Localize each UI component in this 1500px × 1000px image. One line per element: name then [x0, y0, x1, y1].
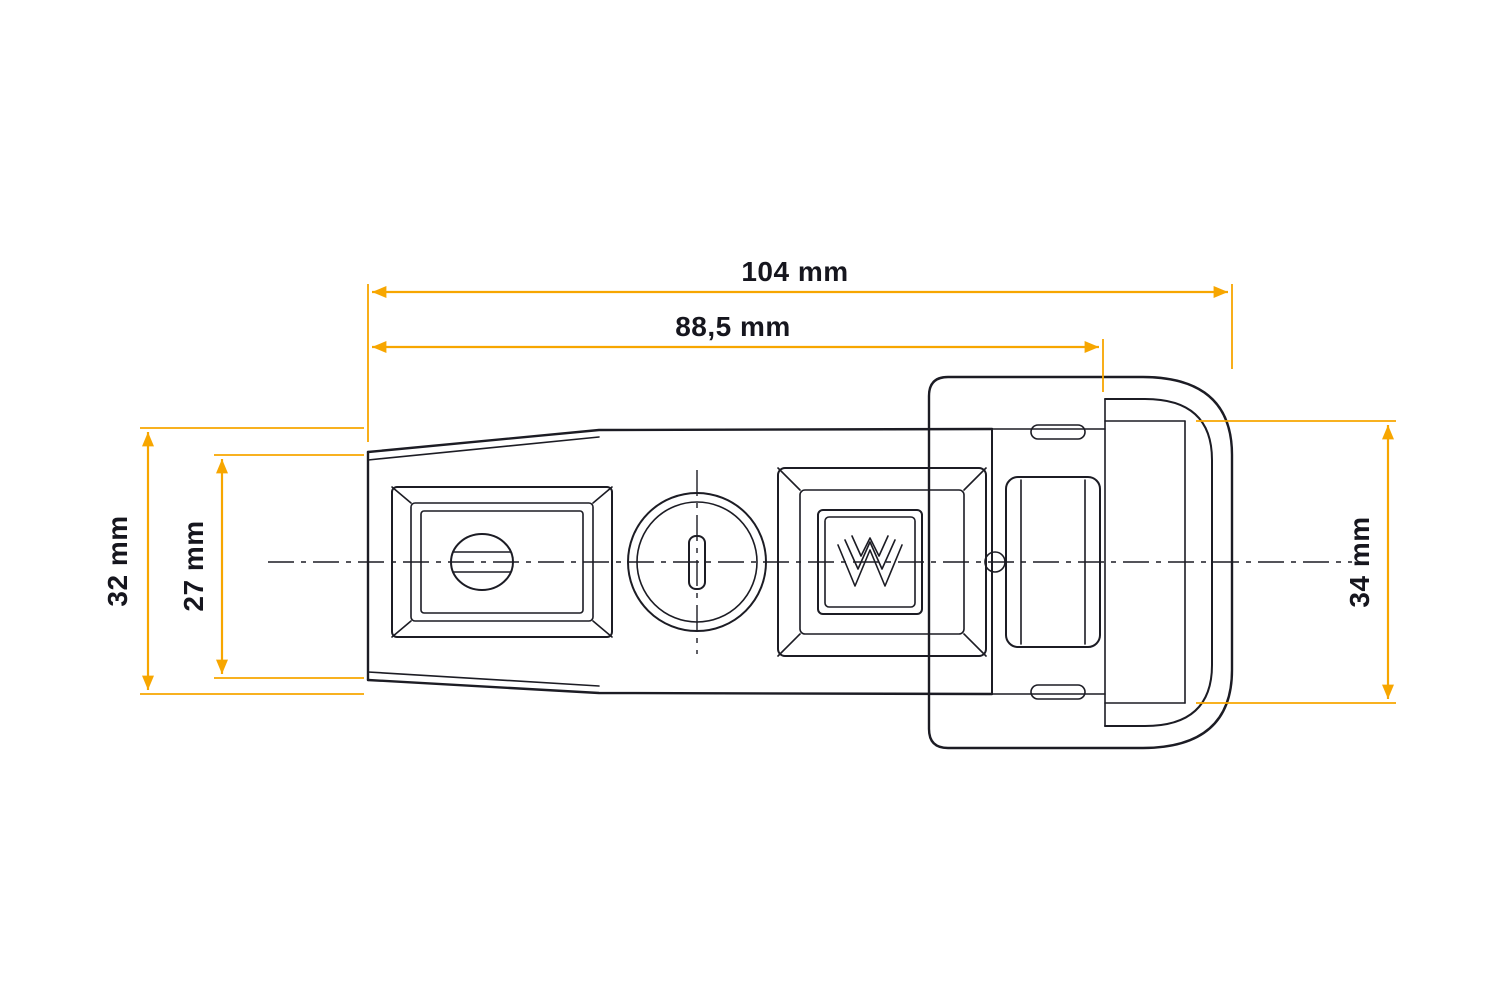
- recess-corner-diagonal: [592, 486, 613, 504]
- logo-badge-outer: [817, 509, 923, 615]
- logo-plate: [777, 467, 987, 657]
- recess-corner-diagonal: [592, 620, 613, 638]
- recess-mid-rect: [410, 502, 594, 622]
- recess-inner-rect: [420, 510, 584, 614]
- dimension-left-outer-height: 32 mm: [102, 427, 364, 695]
- brand-monogram-icon: [837, 535, 903, 587]
- dimension-upper-length: 88,5 mm: [372, 311, 1104, 392]
- dimension-label-104: 104 mm: [741, 256, 848, 287]
- recess-corner-diagonal: [391, 620, 412, 638]
- cylinder-outer-circle: [627, 492, 767, 632]
- cylinder-inner-circle: [636, 501, 758, 623]
- end-cap: [927, 375, 1234, 750]
- recess-outer-rect: [391, 486, 613, 638]
- body-bottom-edge: [366, 678, 994, 696]
- recess-corner-diagonal: [391, 486, 412, 504]
- lock-cylinder: [627, 492, 767, 632]
- cap-outer-contour: [927, 375, 1234, 750]
- plate-corner-diagonal: [777, 633, 801, 657]
- hinge-strap: [984, 424, 1106, 700]
- pivot-pin: [984, 551, 1006, 573]
- recess-pocket: [391, 486, 613, 638]
- cap-inner-contour: [1104, 398, 1213, 727]
- screw-head: [450, 533, 514, 591]
- dimension-total-length: 104 mm: [367, 256, 1233, 442]
- bottom-tab: [1030, 684, 1086, 700]
- dimension-label-885: 88,5 mm: [675, 311, 791, 342]
- logo-badge-inner: [824, 516, 916, 608]
- body-top-edge: [366, 427, 994, 454]
- dimension-label-32: 32 mm: [102, 515, 133, 606]
- plate-corner-diagonal: [963, 633, 987, 657]
- body-top-chamfer: [367, 436, 600, 461]
- top-tab: [1030, 424, 1086, 440]
- keyway-slot: [688, 535, 706, 590]
- part-body-outline: [366, 427, 994, 696]
- dimension-label-34: 34 mm: [1344, 516, 1375, 607]
- body-bottom-chamfer: [367, 671, 600, 687]
- plate-inner-rect: [799, 489, 965, 635]
- dimension-left-inner-height: 27 mm: [178, 454, 364, 679]
- dimension-label-27: 27 mm: [178, 520, 209, 611]
- roller-body: [1005, 476, 1101, 648]
- plate-outer-rect: [777, 467, 987, 657]
- dimension-right-height: 34 mm: [1196, 420, 1396, 704]
- plate-corner-diagonal: [777, 467, 801, 491]
- plate-corner-diagonal: [963, 467, 987, 491]
- centerlines: [268, 470, 1352, 654]
